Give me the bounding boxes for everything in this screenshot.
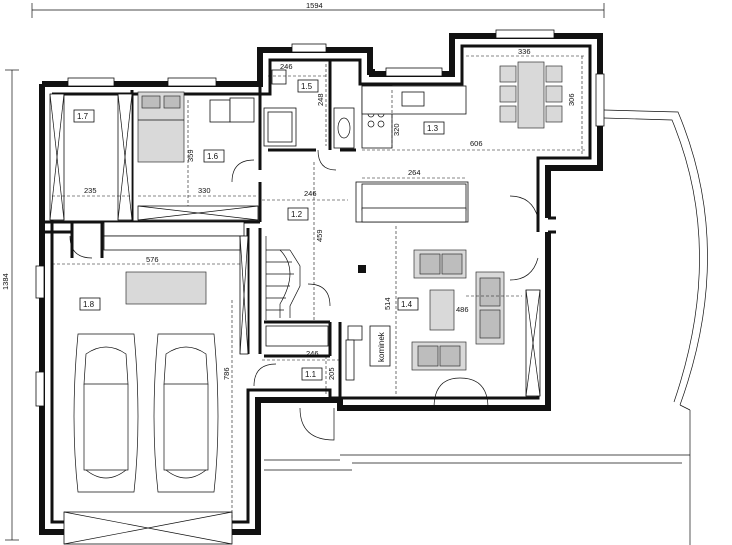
dim-330: 330 bbox=[198, 186, 211, 195]
windows bbox=[35, 29, 605, 545]
dim-336: 336 bbox=[518, 47, 531, 56]
stairs bbox=[265, 236, 301, 320]
dim-359: 359 bbox=[186, 149, 195, 162]
bathroom-fixtures bbox=[263, 69, 355, 149]
dim-264: 264 bbox=[408, 168, 421, 177]
room-label-1-2: 1.2 bbox=[291, 210, 303, 219]
dim-320: 320 bbox=[392, 123, 401, 136]
dim-459: 459 bbox=[315, 229, 324, 242]
dim-486: 486 bbox=[456, 305, 469, 314]
dim-246-top: 246 bbox=[280, 62, 293, 71]
room-label-1-8: 1.8 bbox=[83, 300, 95, 309]
room-label-1-4: 1.4 bbox=[401, 300, 413, 309]
inner-dimension-lines bbox=[52, 55, 586, 520]
dim-235: 235 bbox=[84, 186, 97, 195]
dim-205: 205 bbox=[327, 367, 336, 380]
dim-514: 514 bbox=[383, 297, 392, 310]
kitchen bbox=[361, 61, 563, 149]
living-room bbox=[345, 181, 505, 381]
room-labels: 1.7 1.6 1.5 1.3 1.2 1.8 1.4 1.1 kominek bbox=[73, 79, 445, 381]
dim-left-total: 1384 bbox=[1, 273, 10, 290]
dimension-labels: 246 248 336 306 320 606 359 330 235 246 … bbox=[84, 47, 576, 380]
fireplace-label: kominek bbox=[377, 331, 386, 362]
overall-dimensions: 1594 1384 bbox=[1, 1, 605, 541]
terrace bbox=[264, 109, 708, 545]
dim-246-low: 246 bbox=[306, 349, 319, 358]
wardrobes bbox=[49, 93, 541, 397]
dim-576: 576 bbox=[146, 255, 159, 264]
dim-top-total: 1594 bbox=[306, 1, 323, 10]
dim-248: 248 bbox=[316, 93, 325, 106]
dim-246-hall: 246 bbox=[304, 189, 317, 198]
room-label-1-6: 1.6 bbox=[207, 152, 219, 161]
doors bbox=[69, 149, 539, 441]
room-label-1-7: 1.7 bbox=[77, 112, 89, 121]
garage bbox=[73, 271, 219, 493]
room-label-1-1: 1.1 bbox=[305, 370, 317, 379]
room-label-1-5: 1.5 bbox=[301, 82, 313, 91]
dim-306: 306 bbox=[567, 93, 576, 106]
dim-786: 786 bbox=[222, 367, 231, 380]
dim-606: 606 bbox=[470, 139, 483, 148]
bedroom-furniture bbox=[137, 91, 255, 163]
room-label-1-3: 1.3 bbox=[427, 124, 439, 133]
